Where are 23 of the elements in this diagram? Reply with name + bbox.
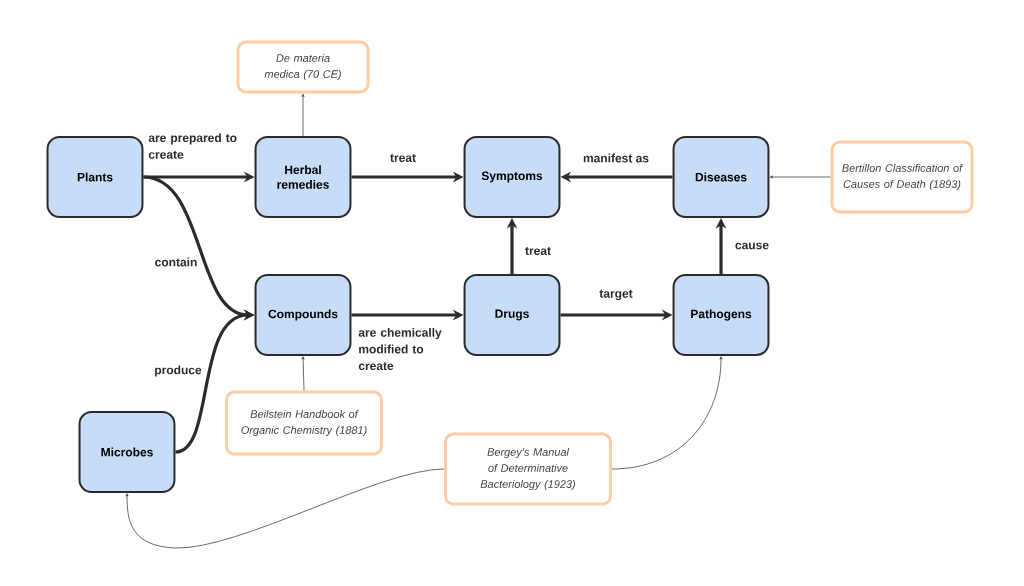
source-box: De materia medica (70 CE) [236, 40, 370, 94]
source-box: Bergey’s Manual of Determinative Bacteriology (1923) [444, 432, 612, 506]
arrow [125, 468, 445, 549]
edge-label: treat [523, 245, 553, 257]
edge-label: are chemically modified to create [356, 325, 454, 373]
edge-label: produce [152, 363, 204, 379]
concept-box: Symptoms [463, 136, 561, 218]
arrow [301, 93, 305, 137]
source-box: Bertillon Classification of Causes of Death (1893) [830, 140, 974, 214]
arrow [769, 175, 831, 179]
concept-box: Herbal remedies [254, 136, 352, 218]
concept-box: Pathogens [672, 274, 770, 356]
edge-label: treat [388, 152, 418, 164]
concept-box: Microbes [78, 411, 176, 493]
edge-label: cause [733, 240, 771, 252]
concept-box: Diseases [672, 136, 770, 218]
arrow [301, 356, 305, 391]
concept-box: Compounds [254, 274, 352, 356]
edge-label: are prepared to create [146, 131, 244, 161]
arrow [611, 356, 723, 470]
concept-box: Plants [46, 136, 144, 218]
concept-box: Drugs [463, 274, 561, 356]
source-box: Beilstein Handbook of Organic Chemistry (1881) [225, 390, 383, 456]
